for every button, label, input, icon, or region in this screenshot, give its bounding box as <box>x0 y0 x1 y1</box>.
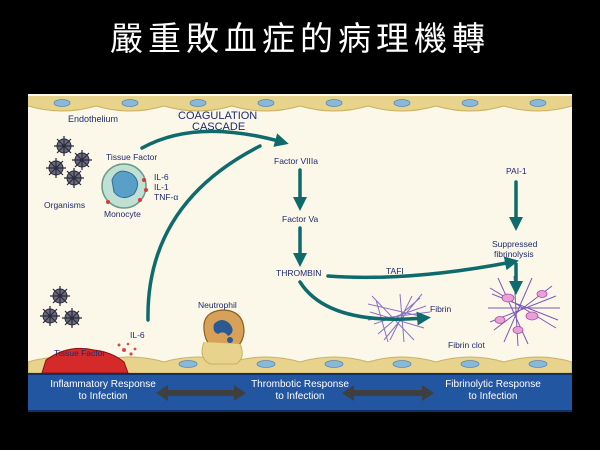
coagulation-cascade-label-line1: COAGULATION <box>178 110 258 122</box>
fibrin-clot-label: Fibrin clot <box>448 340 485 350</box>
neutrophil-label: Neutrophil <box>198 300 237 310</box>
endothelium-top <box>28 96 572 112</box>
fibrin-label: Fibrin <box>430 304 452 314</box>
organisms-label: Organisms <box>44 200 86 210</box>
monocyte-cell <box>101 163 148 209</box>
damaged-endothelium <box>41 342 137 374</box>
fibrinolytic-response-line2: to Infection <box>468 391 518 402</box>
il6-bottom-label: IL-6 <box>130 330 145 340</box>
tissue-factor-label: Tissue Factor <box>106 152 158 162</box>
factor-va-label: Factor Va <box>282 214 319 224</box>
il1-label: IL-1 <box>154 182 169 192</box>
suppressed-fibrinolysis-label-line2: fibrinolysis <box>494 249 534 259</box>
suppressed-fibrinolysis-label-line1: Suppressed <box>492 239 538 249</box>
pathophysiology-diagram <box>28 96 572 374</box>
tafi-label: TAFI <box>386 266 404 276</box>
thrombotic-response-line1: Thrombotic Response <box>251 379 349 390</box>
arrow-tissue-factor-to-viiia <box>140 129 289 150</box>
coagulation-cascade-label-line2: CASCADE <box>192 121 246 133</box>
response-band: Inflammatory Response to Infection Throm… <box>28 373 572 412</box>
endothelium-label: Endothelium <box>68 114 119 124</box>
clot-cells <box>494 290 548 334</box>
factor-viiia-label: Factor VIIIa <box>274 156 318 166</box>
slide-title: 嚴重敗血症的病理機轉 <box>110 19 490 58</box>
neutrophil-cell <box>201 309 245 365</box>
inflammatory-response-line1: Inflammatory Response <box>50 379 156 390</box>
inflammatory-response-line2: to Infection <box>78 391 128 402</box>
fibrinolytic-response-line1: Fibrinolytic Response <box>445 379 541 390</box>
monocyte-label: Monocyte <box>104 209 141 219</box>
thrombotic-response-line2: to Infection <box>275 391 325 402</box>
fibrin-clot <box>488 275 560 347</box>
il6-label: IL-6 <box>154 172 169 182</box>
band-arrows <box>156 385 434 401</box>
endothelium-bottom <box>28 356 572 374</box>
tnf-alpha-label: TNF-α <box>154 192 179 202</box>
tissue-factor-bottom-label: Tissue Factor <box>54 348 106 358</box>
double-arrow-left <box>156 385 246 401</box>
arrow-il6-to-cascade <box>146 144 262 322</box>
thrombin-label: THROMBIN <box>276 268 322 278</box>
arrow-thrombin-to-suppressed <box>326 256 519 280</box>
arrow-thrombin-to-fibrin <box>298 280 431 326</box>
diagram-panel: Endothelium COAGULATION CASCADE Tissue F… <box>28 94 572 412</box>
double-arrow-right <box>342 385 434 401</box>
pai1-label: PAI-1 <box>506 166 527 176</box>
